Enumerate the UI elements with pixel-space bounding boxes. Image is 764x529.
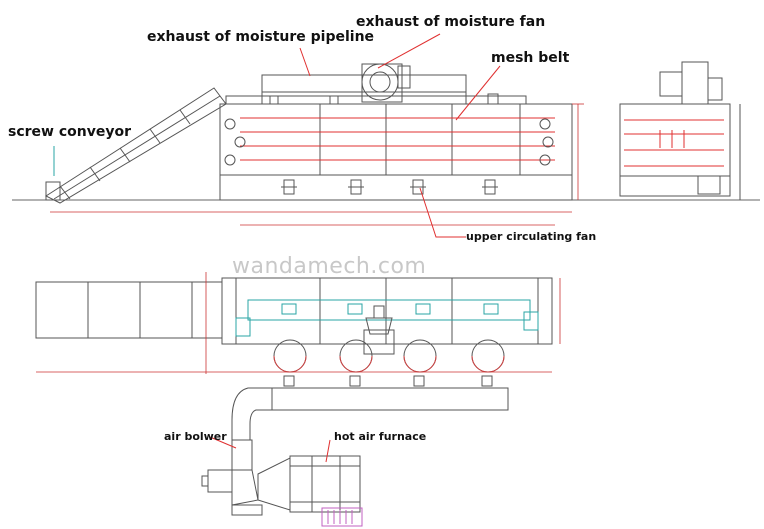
label-mesh-belt: mesh belt [491,50,570,66]
hot-air-duct [271,387,509,411]
label-exhaust-pipeline: exhaust of moisture pipeline [147,29,375,45]
watermark: wandamech.com [232,254,427,279]
side-elevation [12,63,760,226]
end-view [619,61,741,200]
label-screw-conveyor: screw conveyor [8,124,131,140]
upper-circulating-fans [281,179,498,195]
label-upper-circulating-fan: upper circulating fan [466,230,597,243]
air-blower [201,439,263,516]
label-exhaust-fan: exhaust of moisture fan [356,14,546,30]
exhaust-fan [361,63,411,103]
plan-view [35,272,561,527]
label-hot-air-furnace: hot air furnace [334,430,427,443]
plan-circulating-fans [273,339,505,387]
hot-air-furnace [257,455,363,527]
label-air-blower: air bolwer [164,430,227,443]
belt-rollers [224,118,554,166]
leader-lines [53,33,501,463]
screw-conveyor [44,87,227,204]
